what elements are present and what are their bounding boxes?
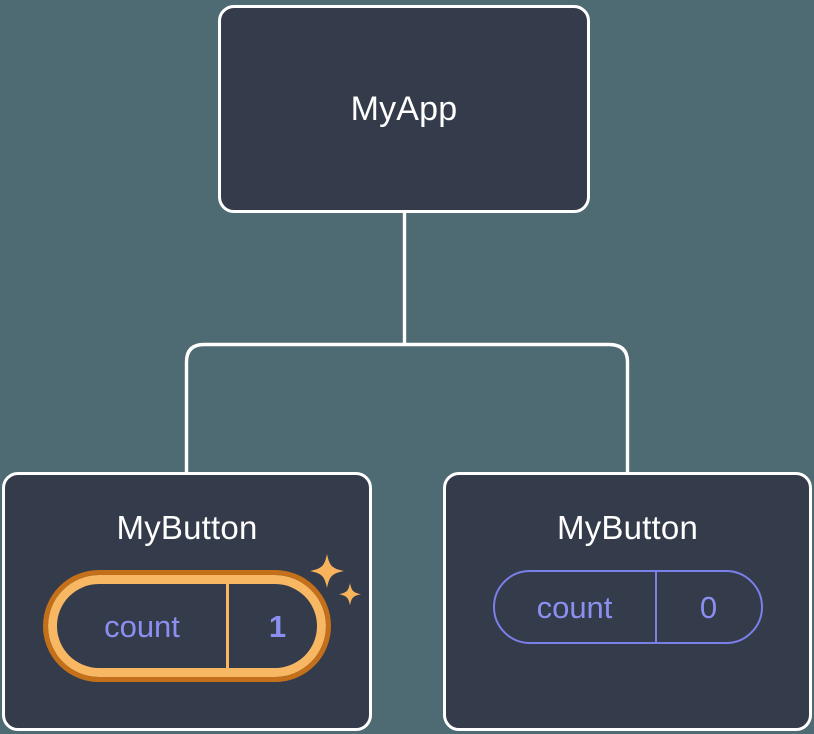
node-mybutton-right-title: MyButton xyxy=(557,509,698,546)
state-badge-left-label: count xyxy=(104,608,180,644)
node-mybutton-left[interactable]: MyButton count 1 xyxy=(2,472,372,731)
state-badge-right-wrap: count 0 xyxy=(492,570,763,644)
node-myapp[interactable]: MyApp xyxy=(218,5,590,213)
connector-branch-right xyxy=(404,342,630,472)
state-badge-left[interactable]: count 1 xyxy=(43,570,331,682)
state-badge-left-wrap: count 1 xyxy=(43,554,361,682)
node-mybutton-right[interactable]: MyButton count 0 xyxy=(443,472,812,731)
sparkle-small-icon xyxy=(339,583,361,606)
state-badge-right-label: count xyxy=(536,589,613,625)
state-badge-left-value: 1 xyxy=(226,575,326,677)
node-myapp-title: MyApp xyxy=(350,90,458,128)
state-badge-right[interactable]: count 0 xyxy=(492,570,763,644)
state-badge-right-value: 0 xyxy=(654,572,761,642)
node-mybutton-left-title: MyButton xyxy=(116,509,258,546)
connector-branch-left xyxy=(184,342,405,472)
